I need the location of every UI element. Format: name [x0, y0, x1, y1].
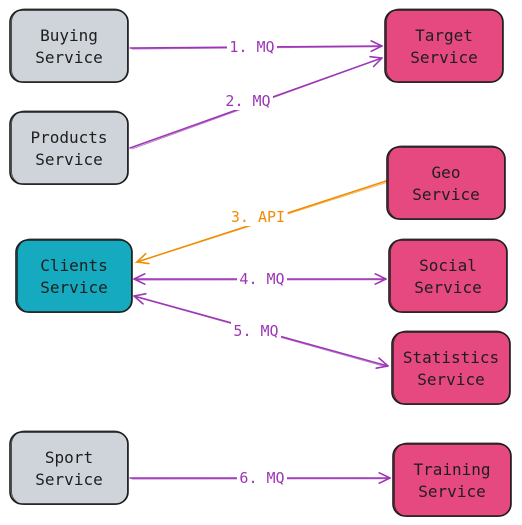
node-box	[9, 9, 129, 83]
node-box	[384, 9, 504, 83]
node-label-line: Service	[40, 278, 107, 297]
edge-clients-statistics: 5. MQ	[133, 293, 389, 369]
node-box-sketch	[17, 238, 132, 313]
edge-label: 3. API	[231, 208, 285, 226]
edge-label: 1. MQ	[229, 38, 274, 56]
node-label-line: Service	[412, 185, 479, 204]
edge-clients-social: 4. MQ	[133, 270, 387, 288]
edge-label-background	[237, 270, 287, 288]
node-box-sketch	[393, 330, 510, 405]
edge-buying-target: 1. MQ	[129, 38, 383, 56]
arrowhead-icon	[133, 273, 146, 285]
node-box-sketch	[11, 110, 128, 185]
node-label-line: Service	[417, 370, 484, 389]
arrowhead-icon	[369, 55, 383, 68]
edge-products-target: 2. MQ	[129, 55, 383, 150]
node-label-line: Products	[30, 128, 107, 147]
node-label-line: Geo	[432, 163, 461, 182]
node-label-line: Buying	[40, 26, 98, 45]
edge-label-background	[231, 322, 281, 340]
node-label-line: Social	[419, 256, 477, 275]
node-label-line: Clients	[40, 256, 107, 275]
node-box-sketch	[11, 8, 128, 83]
arrowhead-icon	[136, 252, 150, 265]
node-label-line: Target	[415, 26, 473, 45]
node-box	[391, 331, 511, 405]
arrowhead-icon	[370, 40, 383, 53]
node-box-sketch	[394, 442, 511, 517]
node-label-line: Service	[35, 48, 102, 67]
node-box	[15, 239, 133, 313]
node-label-line: Service	[418, 482, 485, 501]
node-box-sketch	[386, 8, 503, 83]
node-box	[392, 443, 512, 517]
edge-label: 5. MQ	[233, 322, 278, 340]
node-box-sketch	[11, 430, 128, 505]
arrowhead-icon	[375, 357, 389, 369]
node-box	[386, 146, 506, 220]
edge-label: 6. MQ	[239, 469, 284, 487]
node-label-line: Sport	[45, 448, 93, 467]
node-box	[9, 431, 129, 505]
node-label-line: Training	[413, 460, 490, 479]
edge-label-background	[228, 208, 288, 226]
node-box	[388, 239, 508, 313]
node-label-line: Service	[35, 150, 102, 169]
node-label-line: Statistics	[403, 348, 499, 367]
edge-geo-clients: 3. API	[134, 180, 389, 265]
arrowhead-icon	[374, 273, 387, 285]
node-box-sketch	[388, 145, 505, 220]
node-box-sketch	[390, 238, 507, 313]
edge-sport-training: 6. MQ	[129, 469, 391, 487]
arrowhead-icon	[133, 293, 147, 305]
edge-label: 2. MQ	[225, 92, 270, 110]
edge-label-background	[237, 469, 287, 487]
node-label-line: Service	[414, 278, 481, 297]
edge-label-background	[227, 38, 277, 56]
edge-label-background	[223, 92, 273, 110]
node-label-line: Service	[410, 48, 477, 67]
node-box	[9, 111, 129, 185]
arrowhead-icon	[378, 472, 391, 484]
node-label-line: Service	[35, 470, 102, 489]
edge-label: 4. MQ	[239, 270, 284, 288]
